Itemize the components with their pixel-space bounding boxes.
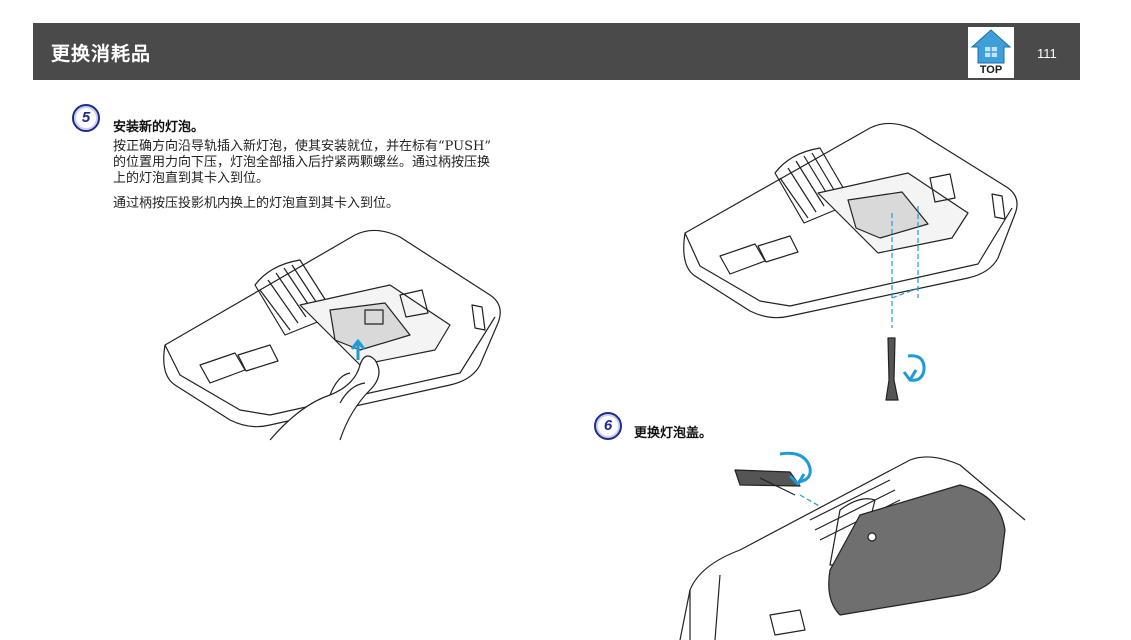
home-icon <box>970 29 1012 64</box>
step-5-paragraph-line: 上的灯泡直到其卡入到位。 <box>113 171 270 186</box>
arrow-up-icon <box>350 339 366 360</box>
step-5-title: 安装新的灯泡。 <box>113 120 205 135</box>
top-button[interactable]: TOP <box>968 27 1014 78</box>
page-number: 111 <box>1037 46 1057 61</box>
step-5-paragraph-line: 的位置用力向下压，灯泡全部插入后拧紧两颗螺丝。通过柄按压换 <box>113 155 491 170</box>
lamp-insert-illustration <box>160 225 505 445</box>
step-5-paragraph-2: 通过柄按压投影机内换上的灯泡直到其卡入到位。 <box>113 196 400 211</box>
lamp-screw-illustration <box>680 118 1025 408</box>
page-header: 更换消耗品 TOP 111 <box>33 23 1080 80</box>
rotate-arrow-icon <box>907 354 926 382</box>
step-6-title: 更换灯泡盖。 <box>634 426 713 441</box>
page-title: 更换消耗品 <box>51 43 152 65</box>
step-5-paragraph: 按正确方向沿导轨插入新灯泡，使其安装就位，并在标有“PUSH” 的位置用力向下压… <box>113 139 553 187</box>
lamp-cover-illustration <box>660 440 1040 640</box>
top-label: TOP <box>979 64 1003 76</box>
step-6-badge: 6 <box>594 412 622 440</box>
rotate-arrow-icon-2 <box>779 451 812 484</box>
step-5-paragraph-line: 按正确方向沿导轨插入新灯泡，使其安装就位，并在标有“PUSH” <box>113 139 492 154</box>
step-5-badge: 5 <box>72 104 100 132</box>
